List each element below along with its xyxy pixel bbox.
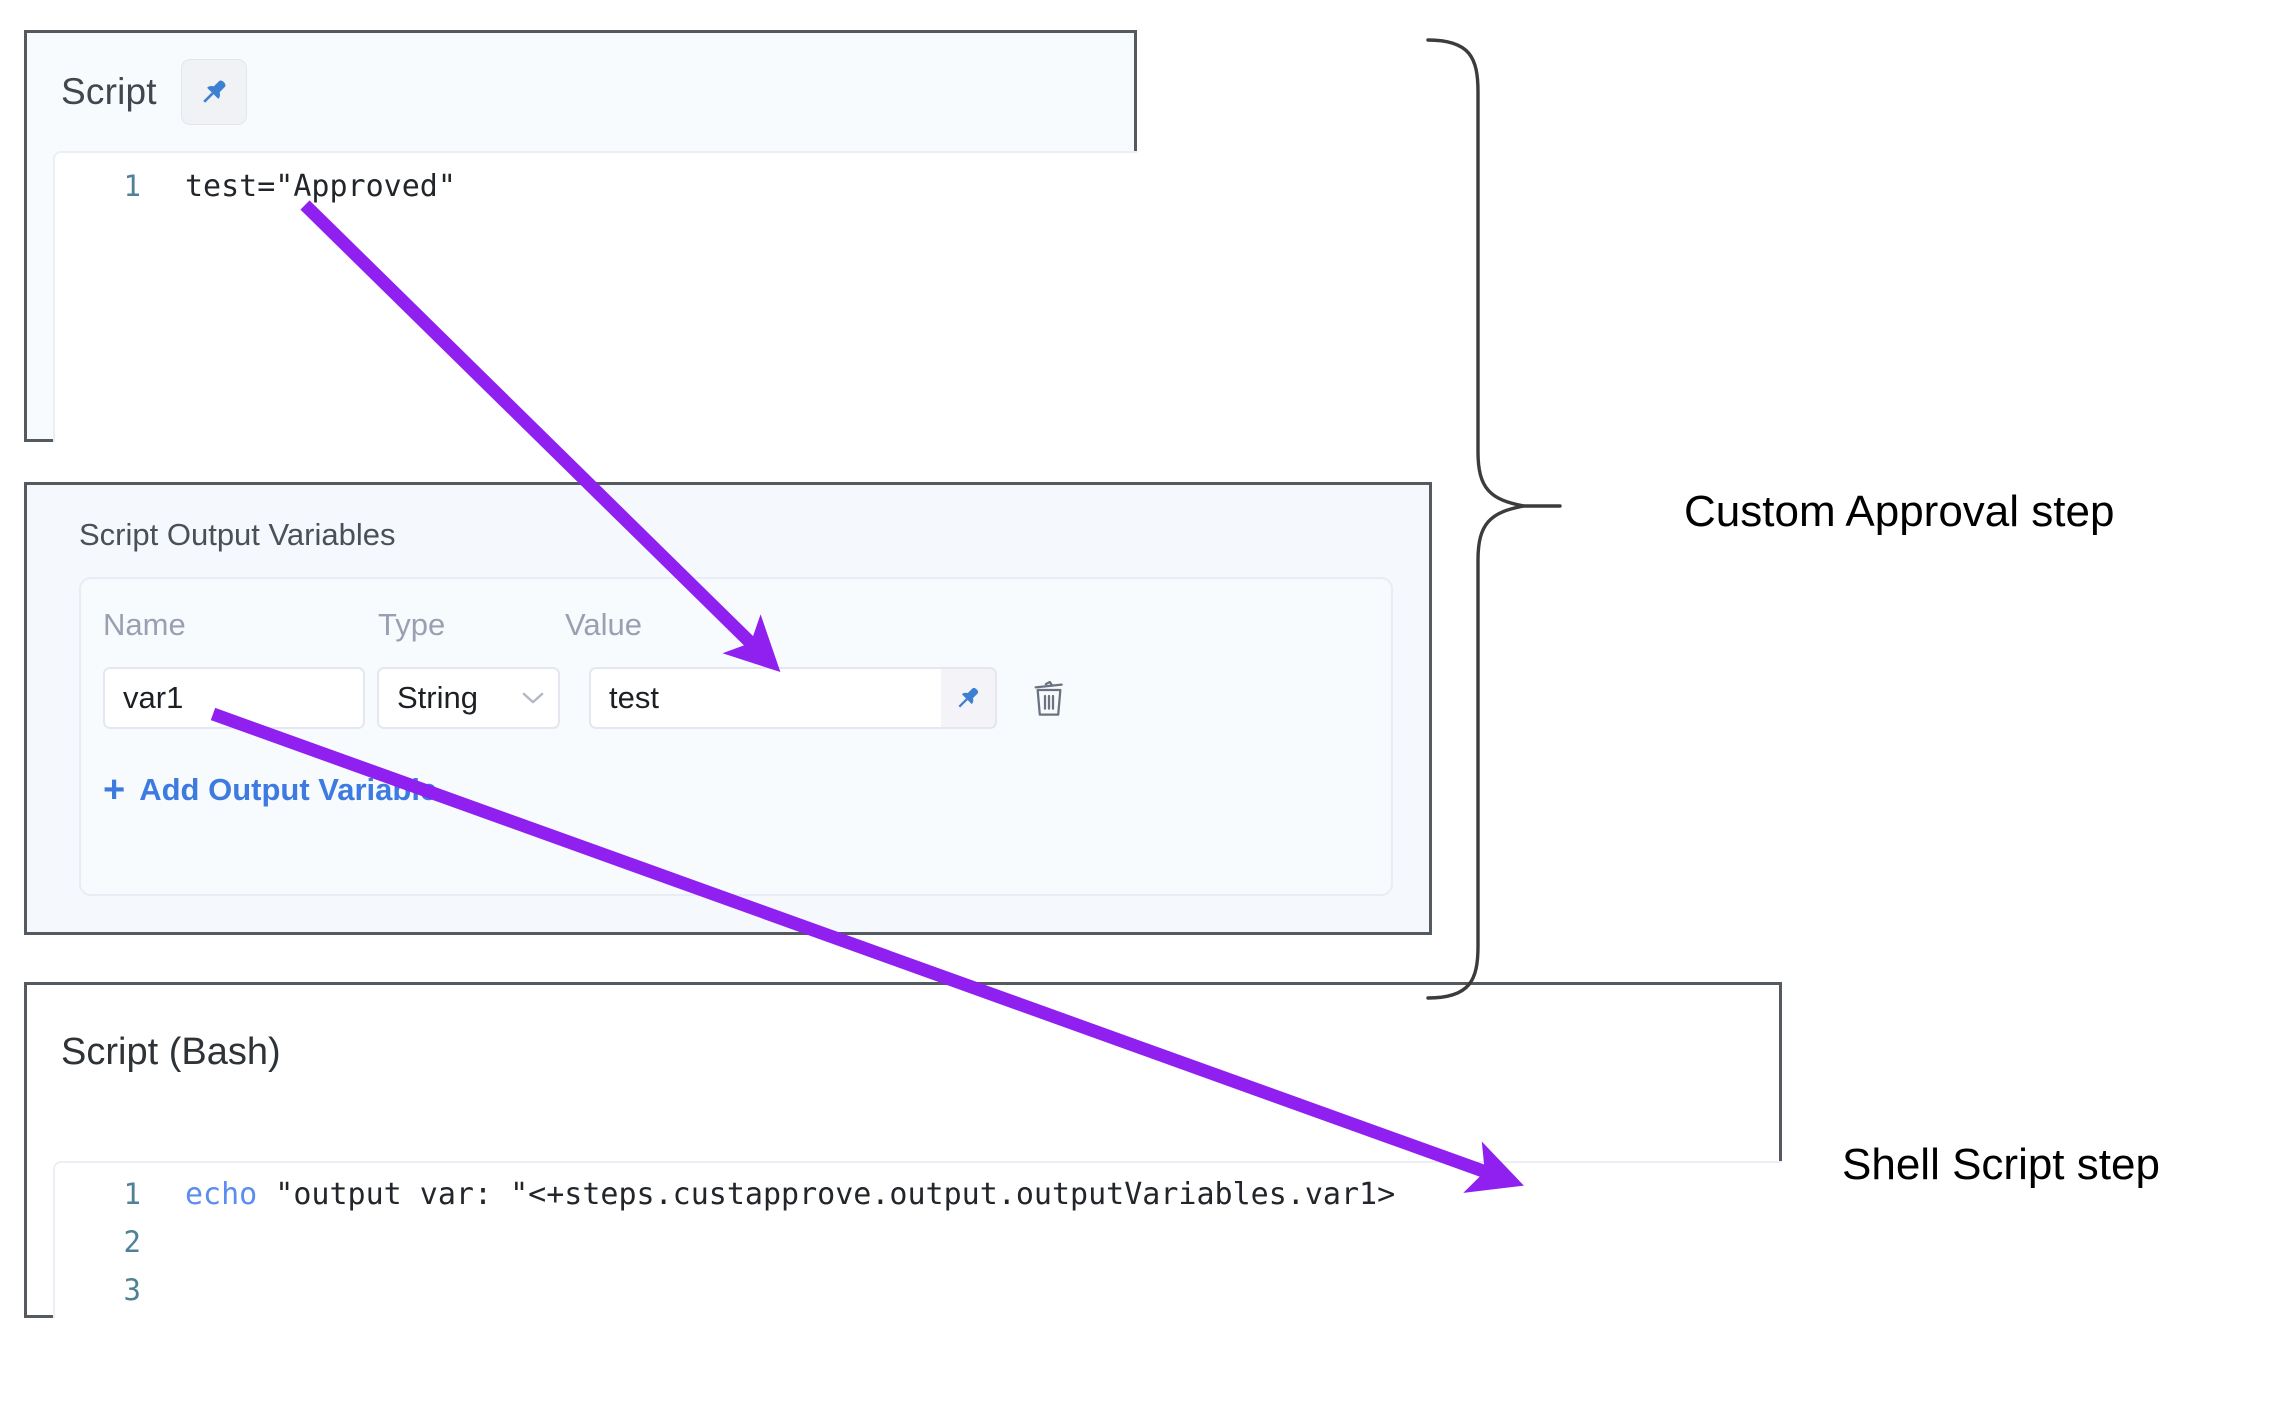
- annotation-label-custom-approval-step: Custom Approval step: [1684, 487, 2115, 536]
- column-header-type: Type: [378, 607, 446, 642]
- output-variables-title: Script Output Variables: [79, 517, 396, 552]
- script-output-variables-panel: Script Output Variables Name Type Value …: [24, 482, 1432, 935]
- script-panel-header: Script: [27, 33, 1134, 151]
- line-number: 1: [123, 1177, 141, 1211]
- line-number: 1: [123, 169, 141, 203]
- code-text: echo "output var: "<+steps.custapprove.o…: [185, 1177, 1395, 1212]
- annotation-label-shell-script-step: Shell Script step: [1842, 1140, 2160, 1189]
- code-line: 2: [55, 1225, 1782, 1273]
- variable-value-group: test: [589, 667, 997, 729]
- variable-name-value: var1: [123, 680, 184, 715]
- script-code-editor[interactable]: 1 test="Approved": [53, 151, 1137, 442]
- column-header-name: Name: [103, 607, 186, 642]
- column-header-value: Value: [565, 607, 642, 642]
- trash-icon: [1034, 680, 1063, 716]
- bash-script-panel: Script (Bash) 1 echo "output var: "<+ste…: [24, 982, 1782, 1318]
- bash-script-title: Script (Bash): [61, 1031, 281, 1073]
- code-line: 1 test="Approved": [55, 169, 1137, 217]
- curly-brace: [1426, 38, 1525, 1000]
- output-variables-card: Name Type Value var1 String test: [79, 577, 1393, 896]
- add-output-variable-label: Add Output Variable: [139, 772, 438, 807]
- variable-type-value: String: [397, 680, 478, 715]
- code-line: 3: [55, 1273, 1782, 1321]
- code-keyword: echo: [185, 1177, 258, 1212]
- pin-icon: [203, 80, 226, 103]
- variable-value-input[interactable]: test: [589, 667, 941, 729]
- variable-value-text: test: [609, 680, 659, 715]
- output-variables-column-headers: Name Type Value: [103, 607, 1413, 651]
- bash-code-editor[interactable]: 1 echo "output var: "<+steps.custapprove…: [53, 1161, 1782, 1318]
- line-number: 2: [123, 1225, 141, 1259]
- script-panel: Script 1 test="Approved": [24, 30, 1137, 442]
- script-panel-title: Script: [61, 71, 157, 112]
- pin-icon-button[interactable]: [180, 59, 247, 125]
- variable-type-select[interactable]: String: [377, 667, 560, 729]
- value-pin-icon-button[interactable]: [941, 667, 997, 729]
- code-line: 1 echo "output var: "<+steps.custapprove…: [55, 1177, 1782, 1225]
- variable-name-input[interactable]: var1: [103, 667, 365, 729]
- line-number: 3: [123, 1273, 141, 1307]
- plus-icon: +: [103, 769, 126, 811]
- code-rest: "output var: "<+steps.custapprove.output…: [257, 1177, 1396, 1212]
- add-output-variable-button[interactable]: + Add Output Variable: [103, 771, 437, 809]
- pin-icon: [958, 687, 979, 708]
- delete-variable-button[interactable]: [1023, 667, 1075, 729]
- code-text: test="Approved": [185, 169, 456, 204]
- chevron-down-icon: [522, 692, 544, 703]
